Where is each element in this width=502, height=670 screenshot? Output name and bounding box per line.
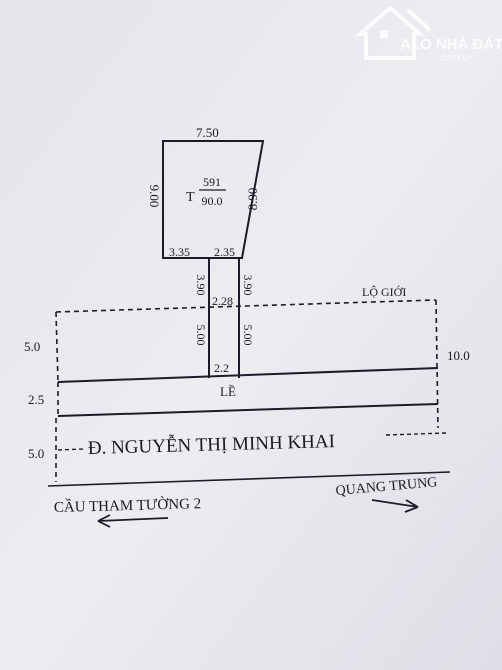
sidewalk-upper-edge — [57, 367, 439, 383]
lo-gioi-line — [55, 299, 437, 313]
road-name-leader-left — [57, 448, 85, 451]
watermark-logo: ALO NHÀ ĐẤT .com.vn — [354, 5, 502, 64]
arrow-right-icon — [371, 499, 419, 513]
alley-lower-right: 5.00 — [241, 325, 255, 346]
window-icon — [380, 30, 388, 38]
sidewalk-lower-edge — [57, 403, 439, 417]
lot-boundary — [162, 140, 265, 259]
setback-left-edge — [55, 311, 59, 383]
setback-depth: 5.0 — [24, 339, 40, 354]
lot-top-width: 7.50 — [196, 125, 219, 140]
road-half-width: 5.0 — [28, 446, 44, 461]
lot-area: 90.0 — [202, 194, 223, 208]
lot-left-depth: 9.00 — [147, 185, 162, 208]
arrow-left-icon — [97, 514, 169, 528]
lo-gioi-label: LỘ GIỚI — [362, 285, 406, 299]
lot-bottom-right: 2.35 — [214, 245, 235, 259]
right-total-width: 10.0 — [447, 348, 470, 363]
house-icon — [354, 5, 426, 60]
alley-upper-left: 3.90 — [194, 275, 208, 296]
sidewalk-width: 2.5 — [28, 392, 44, 407]
alley-upper-right: 3.90 — [241, 275, 255, 296]
lot-right-depth: 8.90 — [245, 188, 260, 211]
watermark-site: .com.vn — [438, 53, 473, 64]
lot-code-letter: T — [186, 190, 195, 205]
alley-lower-left: 5.00 — [194, 325, 208, 346]
roof-accent-icon — [406, 8, 432, 32]
lot-parcel-number: 591 — [203, 175, 221, 189]
sidewalk-label: LỀ — [220, 384, 236, 399]
watermark-brand: ALO NHÀ ĐẤT — [400, 36, 502, 53]
road-centerline — [47, 471, 451, 487]
alley-upper-width: 2.28 — [212, 294, 233, 308]
road-name-leader-right — [385, 432, 447, 436]
lot-bottom-left: 3.35 — [169, 245, 190, 259]
direction-left-label: CẦU THAM TƯỜNG 2 — [54, 495, 202, 516]
alley-lower-width: 2.2 — [214, 361, 229, 375]
setback-right-edge — [435, 299, 439, 429]
